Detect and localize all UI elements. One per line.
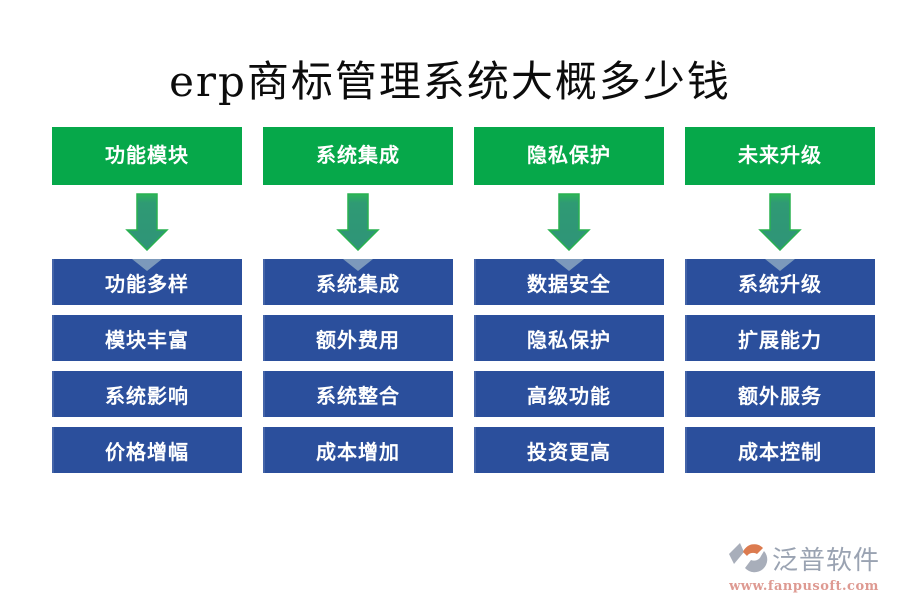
item-stack: 数据安全 隐私保护 高级功能 投资更高: [474, 259, 664, 483]
page-title: erp商标管理系统大概多少钱: [169, 57, 731, 106]
item-box: 模块丰富: [52, 315, 242, 361]
category-header: 系统集成: [263, 127, 453, 185]
item-label: 系统升级: [738, 273, 822, 296]
fanpu-logo-icon: [728, 539, 768, 578]
item-label: 功能多样: [105, 273, 189, 296]
item-box: 额外费用: [263, 315, 453, 361]
brand-url: www.fanpusoft.com: [729, 579, 879, 594]
item-box: 系统升级: [685, 259, 875, 305]
brand-footer: 泛普软件 www.fanpusoft.com: [728, 539, 880, 594]
item-box: 系统集成: [263, 259, 453, 305]
item-box: 投资更高: [474, 427, 664, 473]
item-label: 隐私保护: [527, 329, 611, 352]
item-label: 数据安全: [527, 273, 611, 296]
down-arrow-icon: [541, 193, 597, 259]
item-label: 成本控制: [738, 441, 822, 464]
item-stack: 系统集成 额外费用 系统整合 成本增加: [263, 259, 453, 483]
item-label: 系统整合: [316, 385, 400, 408]
item-stack: 功能多样 模块丰富 系统影响 价格增幅: [52, 259, 242, 483]
item-box: 成本增加: [263, 427, 453, 473]
item-box: 数据安全: [474, 259, 664, 305]
item-box: 额外服务: [685, 371, 875, 417]
item-label: 系统集成: [316, 273, 400, 296]
item-label: 额外费用: [316, 329, 400, 352]
column-function-modules: 功能模块 功能多样 模块丰富 系统影响 价格增幅: [52, 127, 242, 483]
column-system-integration: 系统集成 系统集成 额外费用 系统整合 成本增加: [263, 127, 453, 483]
down-arrow-icon: [752, 193, 808, 259]
brand-name: 泛普软件: [771, 546, 880, 576]
item-box: 扩展能力: [685, 315, 875, 361]
item-label: 扩展能力: [738, 329, 822, 352]
arrow-tip-fade: [554, 259, 584, 271]
item-stack: 系统升级 扩展能力 额外服务 成本控制: [685, 259, 875, 483]
item-box: 隐私保护: [474, 315, 664, 361]
item-box: 系统整合: [263, 371, 453, 417]
category-header: 功能模块: [52, 127, 242, 185]
item-label: 高级功能: [527, 385, 611, 408]
arrow-tip-fade: [343, 259, 373, 271]
item-box: 功能多样: [52, 259, 242, 305]
item-label: 模块丰富: [105, 329, 189, 352]
item-box: 成本控制: [685, 427, 875, 473]
down-arrow-icon: [119, 193, 175, 259]
item-label: 价格增幅: [105, 441, 189, 464]
item-label: 额外服务: [738, 385, 822, 408]
item-box: 系统影响: [52, 371, 242, 417]
category-header: 未来升级: [685, 127, 875, 185]
item-label: 投资更高: [527, 441, 611, 464]
columns-grid: 功能模块 功能多样 模块丰富 系统影响 价格增幅 系统集成: [52, 127, 875, 483]
item-label: 系统影响: [105, 385, 189, 408]
column-privacy-protection: 隐私保护 数据安全 隐私保护 高级功能 投资更高: [474, 127, 664, 483]
arrow-tip-fade: [765, 259, 795, 271]
category-header: 隐私保护: [474, 127, 664, 185]
down-arrow-icon: [330, 193, 386, 259]
item-box: 价格增幅: [52, 427, 242, 473]
item-box: 高级功能: [474, 371, 664, 417]
column-future-upgrade: 未来升级 系统升级 扩展能力 额外服务 成本控制: [685, 127, 875, 483]
brand-row: 泛普软件: [728, 539, 880, 578]
item-label: 成本增加: [316, 441, 400, 464]
arrow-tip-fade: [132, 259, 162, 271]
